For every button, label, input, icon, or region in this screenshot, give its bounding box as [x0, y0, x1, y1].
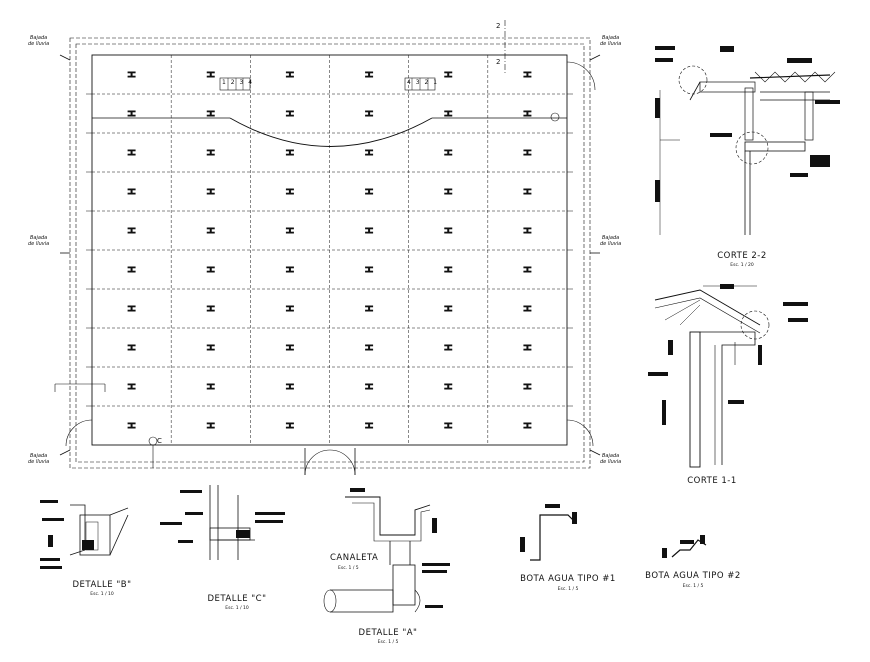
light-fixture: [444, 305, 453, 312]
light-fixture: [127, 422, 136, 429]
light-fixture: [206, 383, 215, 390]
light-fixture: [365, 110, 374, 117]
light-fixture: [206, 188, 215, 195]
light-fixture: [127, 149, 136, 156]
light-fixture: [365, 344, 374, 351]
light-fixture: [523, 422, 532, 429]
light-fixture: [285, 266, 294, 273]
bota-agua-2-title: BOTA AGUA TIPO #2: [645, 571, 741, 581]
light-fixture: [365, 305, 374, 312]
corte-2-2-scale: Esc. 1 / 20: [730, 263, 754, 268]
light-fixture: [523, 266, 532, 273]
floor-plan: [54, 20, 601, 476]
light-fixture: [206, 344, 215, 351]
light-fixture: [206, 110, 215, 117]
light-fixture: [444, 383, 453, 390]
bota-agua-2-scale: Esc. 1 / 5: [682, 584, 704, 589]
light-fixture: [127, 110, 136, 117]
light-fixture: [365, 149, 374, 156]
light-fixture: [444, 188, 453, 195]
bota-agua-1-scale: Esc. 1 / 5: [557, 587, 579, 592]
light-fixture: [285, 149, 294, 156]
light-fixture: [444, 149, 453, 156]
canaleta-scale: Esc. 1 / 5: [338, 566, 359, 571]
light-fixture: [127, 227, 136, 234]
stair-numbers-left: 1 2 3 4: [222, 79, 253, 86]
light-fixture: [127, 266, 136, 273]
light-fixture: [444, 422, 453, 429]
detalle-c-scale: Esc. 1 / 10: [225, 606, 249, 611]
light-fixture: [285, 383, 294, 390]
canaleta-detail: [323, 488, 450, 613]
light-fixture: [523, 305, 532, 312]
light-fixture: [365, 71, 374, 78]
light-fixture: [127, 344, 136, 351]
corte-2-2-title: CORTE 2-2: [717, 251, 767, 261]
light-fixture: [523, 110, 532, 117]
light-fixture: [285, 422, 294, 429]
light-fixture: [127, 71, 136, 78]
light-fixture: [127, 383, 136, 390]
light-fixture: [285, 71, 294, 78]
stair-numbers-right: 4 3 2 1: [407, 79, 438, 86]
light-fixture: [444, 227, 453, 234]
section-marker-bottom: 2: [496, 58, 501, 66]
light-fixture: [127, 305, 136, 312]
detalle-b-title: DETALLE "B": [72, 580, 132, 590]
detalle-a-scale: Esc. 1 / 5: [377, 640, 399, 645]
light-fixture: [444, 110, 453, 117]
detalle-c-title: DETALLE "C": [207, 594, 267, 604]
light-fixture: [444, 266, 453, 273]
light-fixture: [365, 422, 374, 429]
light-fixture: [206, 305, 215, 312]
light-fixture: [523, 344, 532, 351]
light-fixture: [285, 305, 294, 312]
light-fixture: [444, 71, 453, 78]
corte-1-1-title: CORTE 1-1: [687, 476, 737, 486]
light-fixture: [365, 188, 374, 195]
light-fixture: [365, 383, 374, 390]
detalle-b-scale: Esc. 1 / 10: [90, 592, 114, 597]
light-fixture: [127, 188, 136, 195]
corte-1-1-detail: [648, 284, 808, 468]
light-fixture: [523, 227, 532, 234]
detail-marker-c: C: [157, 437, 162, 445]
light-fixture: [285, 110, 294, 117]
detalle-c-detail: [160, 485, 285, 560]
light-fixture: [206, 266, 215, 273]
light-fixture: [523, 149, 532, 156]
detalle-a-title: DETALLE "A": [358, 628, 418, 638]
light-fixture: [365, 266, 374, 273]
light-fixture: [206, 227, 215, 234]
light-fixture: [285, 344, 294, 351]
section-marker-top: 2: [496, 22, 501, 30]
light-fixture: [523, 383, 532, 390]
bota-agua-1-title: BOTA AGUA TIPO #1: [520, 574, 616, 584]
light-fixture: [444, 344, 453, 351]
light-fixture: [285, 188, 294, 195]
light-fixture: [285, 227, 294, 234]
light-fixture: [523, 188, 532, 195]
bota-agua-1-detail: [520, 504, 577, 561]
detalle-b-detail: [40, 500, 129, 569]
corte-2-2-detail: [655, 46, 840, 235]
canaleta-title: CANALETA: [330, 553, 379, 563]
light-fixture: [206, 422, 215, 429]
bota-agua-2-detail: [662, 535, 707, 558]
light-fixture: [206, 71, 215, 78]
light-fixture: [523, 71, 532, 78]
light-fixture: [206, 149, 215, 156]
light-fixture: [365, 227, 374, 234]
